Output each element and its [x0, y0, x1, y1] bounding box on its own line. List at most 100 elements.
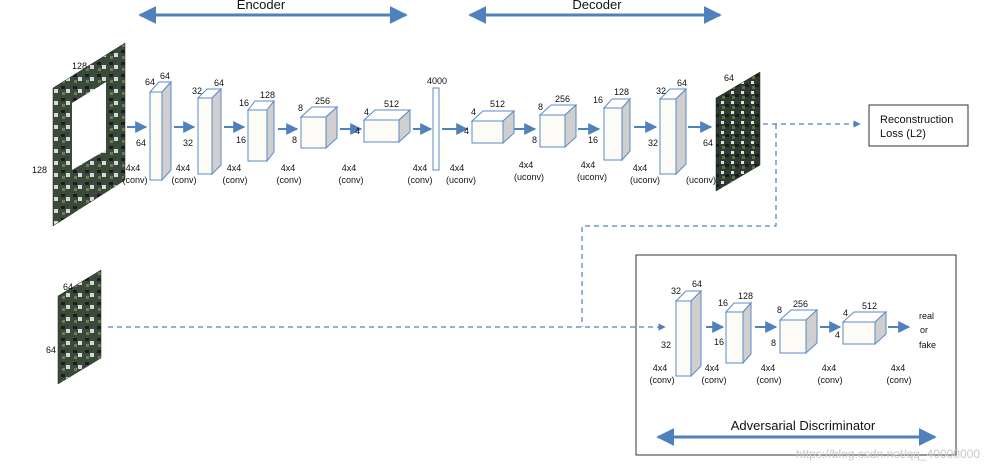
decoder-block-4 [658, 87, 688, 176]
real-input-height-label: 64 [46, 345, 56, 355]
input-image [52, 42, 126, 227]
encoder-3-op: (conv) [222, 175, 247, 185]
decoder-2-op: (uconv) [514, 172, 544, 182]
decoder-2-height: 8 [532, 135, 537, 145]
discriminator-final-op: (conv) [886, 375, 911, 385]
discriminator-block-2 [724, 301, 753, 365]
decoder-label: Decoder [572, 0, 622, 12]
discriminator-1-kernel: 4x4 [653, 363, 668, 373]
encoder-1-width: 64 [145, 77, 155, 87]
encoder-5-op: (conv) [338, 175, 363, 185]
encoder-2-height: 32 [183, 138, 193, 148]
encoder-2-op: (conv) [171, 175, 196, 185]
real-input-image [57, 269, 102, 385]
watermark: https://blog.csdn.net/qq_40000000 [796, 447, 980, 461]
encoder-block-3 [246, 99, 276, 163]
encoder-1-kernel: 4x4 [126, 163, 141, 173]
encoder-3-height: 16 [236, 135, 246, 145]
discriminator-3-width: 8 [777, 305, 782, 315]
decoder-1-kernel: 4x4 [450, 163, 465, 173]
discriminator-block-3 [778, 308, 819, 355]
decoder-2-kernel: 4x4 [519, 160, 534, 170]
encoder-1-op: (conv) [122, 175, 147, 185]
encoder-label: Encoder [237, 0, 286, 12]
bottleneck-channels: 4000 [427, 76, 447, 86]
output-width-label: 64 [724, 73, 734, 83]
dashed-connector [581, 124, 777, 327]
encoder-3-width: 16 [239, 98, 249, 108]
discriminator-output-or: or [920, 325, 928, 335]
encoder-4-kernel: 4x4 [281, 163, 296, 173]
encoder-5-height: 4 [355, 126, 360, 136]
reconstruction-loss-box [868, 104, 969, 147]
output-image [715, 71, 761, 192]
encoder-5-width: 4 [364, 107, 369, 117]
discriminator-2-kernel: 4x4 [705, 363, 720, 373]
encoder-block-5 [362, 108, 412, 144]
decoder-4-height: 32 [648, 138, 658, 148]
discriminator-1-channels: 64 [692, 279, 702, 289]
discriminator-4-channels: 512 [862, 301, 877, 311]
discriminator-4-width: 4 [843, 308, 848, 318]
input-mask [72, 82, 106, 170]
decoder-4-width: 32 [656, 86, 666, 96]
encoder-3-kernel: 4x4 [227, 163, 242, 173]
encoder-5-channels: 512 [384, 99, 399, 109]
decoder-1-op: (uconv) [446, 175, 476, 185]
output-op: (uconv) [686, 175, 716, 185]
discriminator-3-channels: 256 [793, 299, 808, 309]
decoder-block-1 [470, 109, 516, 145]
encoder-block-4 [299, 105, 339, 150]
discriminator-2-channels: 128 [738, 291, 753, 301]
encoder-block-2 [196, 87, 223, 176]
decoder-1-width: 4 [471, 107, 476, 117]
encoder-block-1 [148, 80, 173, 182]
decoder-4-kernel: 4x4 [633, 163, 648, 173]
discriminator-3-height: 8 [771, 338, 776, 348]
bottleneck-kernel: 4x4 [413, 163, 428, 173]
encoder-4-width: 8 [298, 103, 303, 113]
encoder-4-op: (conv) [276, 175, 301, 185]
real-input-width-label: 64 [63, 282, 73, 292]
decoder-3-height: 16 [588, 135, 598, 145]
encoder-2-width: 32 [192, 86, 202, 96]
discriminator-1-height: 32 [661, 340, 671, 350]
encoder-2-kernel: 4x4 [176, 163, 191, 173]
decoder-3-channels: 128 [614, 87, 629, 97]
decoder-2-channels: 256 [555, 94, 570, 104]
discriminator-2-width: 16 [718, 298, 728, 308]
input-width-label: 128 [72, 61, 87, 71]
decoder-block-2 [538, 103, 578, 149]
encoder-5-kernel: 4x4 [342, 163, 357, 173]
encoder-3-channels: 128 [260, 90, 275, 100]
discriminator-2-height: 16 [714, 337, 724, 347]
discriminator-2-op: (conv) [701, 375, 726, 385]
discriminator-final-kernel: 4x4 [891, 363, 906, 373]
discriminator-output-fake: fake [919, 340, 936, 350]
discriminator-4-op: (conv) [817, 375, 842, 385]
discriminator-block-1 [674, 289, 703, 378]
decoder-1-channels: 512 [490, 99, 505, 109]
decoder-3-op: (uconv) [577, 172, 607, 182]
discriminator-box [635, 254, 957, 456]
discriminator-4-height: 4 [835, 330, 840, 340]
decoder-block-3 [602, 97, 632, 162]
discriminator-title: Adversarial Discriminator [731, 418, 876, 433]
encoder-4-channels: 256 [315, 96, 330, 106]
discriminator-output-real: real [919, 311, 934, 321]
discriminator-block-4 [841, 310, 888, 346]
discriminator-4-kernel: 4x4 [822, 363, 837, 373]
decoder-1-height: 4 [464, 126, 469, 136]
reconstruction-loss-line1: Reconstruction [880, 114, 953, 126]
encoder-1-height: 64 [136, 138, 146, 148]
decoder-3-kernel: 4x4 [581, 160, 596, 170]
input-height-label: 128 [32, 165, 47, 175]
encoder-1-channels: 64 [160, 71, 170, 81]
encoder-2-channels: 64 [214, 78, 224, 88]
decoder-4-op: (uconv) [630, 175, 660, 185]
discriminator-3-kernel: 4x4 [761, 363, 776, 373]
reconstruction-loss-line2: Loss (L2) [880, 128, 926, 140]
decoder-3-width: 16 [593, 95, 603, 105]
discriminator-3-op: (conv) [756, 375, 781, 385]
